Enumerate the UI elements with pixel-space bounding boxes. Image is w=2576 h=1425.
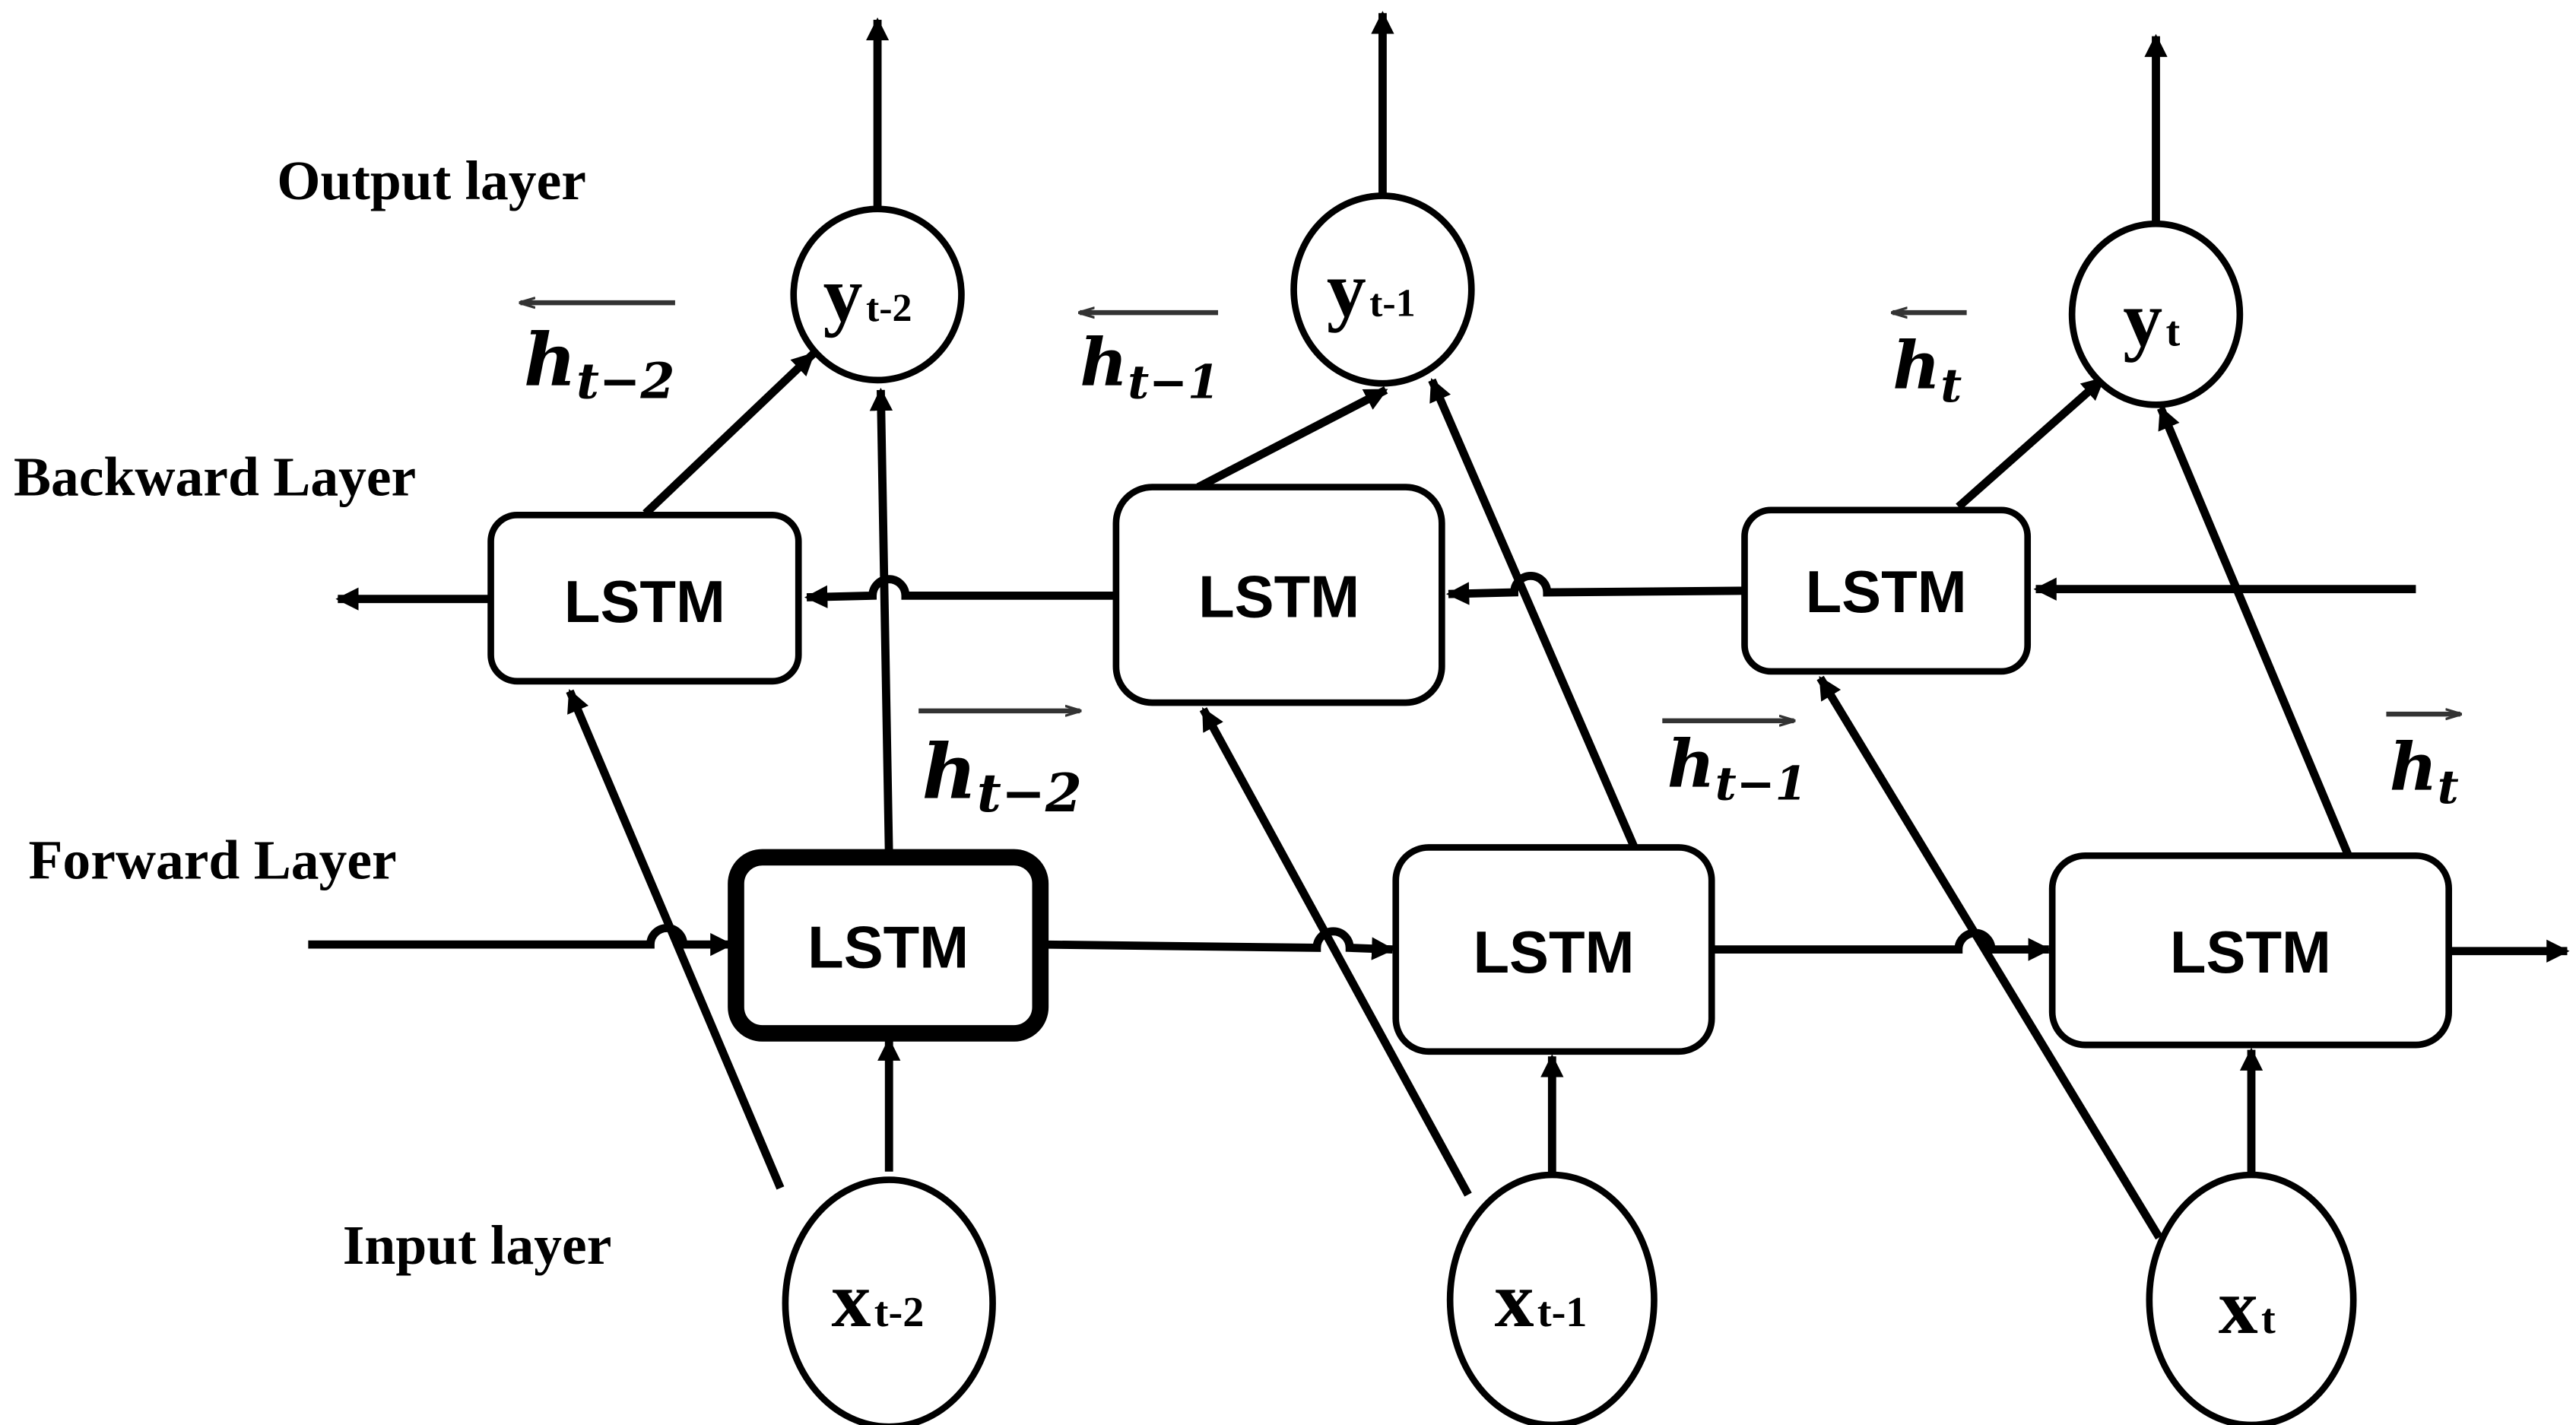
input-node-main: x: [2219, 1263, 2258, 1350]
output-node-main: y: [1327, 246, 1366, 333]
hidden-sub: t−2: [576, 353, 675, 411]
input-node-main: x: [831, 1256, 871, 1344]
svg-text:xt-1: xt-1: [1495, 1256, 1588, 1344]
forward-lstm-2: LSTM: [1392, 844, 1715, 1055]
forward-layer-label: Forward Layer: [28, 829, 396, 891]
svg-text:ht−1: ht−1: [1667, 725, 1807, 811]
svg-text:ht−2: ht−2: [524, 318, 675, 410]
hidden-main: h: [1080, 324, 1128, 401]
svg-text:ht−1: ht−1: [1080, 324, 1220, 409]
backward-layer-label: Backward Layer: [14, 445, 416, 507]
svg-text:yt: yt: [2123, 275, 2180, 363]
svg-text:ht: ht: [1892, 328, 1962, 413]
hidden-main: h: [1892, 328, 1940, 405]
output-layer-label: Output layer: [277, 149, 586, 211]
svg-text:ht: ht: [2390, 729, 2459, 814]
hidden-sub: t−2: [977, 763, 1082, 824]
forward-lstm-1: LSTM: [728, 849, 1049, 1042]
backward-lstm-3: LSTM: [1741, 506, 2032, 675]
lstm-label: LSTM: [1806, 558, 1967, 625]
hidden-main: h: [524, 318, 576, 402]
svg-text:xt-2: xt-2: [831, 1256, 924, 1344]
svg-text:yt-1: yt-1: [1327, 246, 1416, 333]
backward-lstm-2: LSTM: [1112, 484, 1445, 706]
output-node-sub: t-1: [1369, 281, 1416, 325]
forward-lstm-3: LSTM: [2048, 852, 2453, 1049]
input-layer-label: Input layer: [343, 1214, 612, 1276]
forward-hidden-state-t-2: ht−2: [918, 711, 1082, 824]
output-node-sub: t-2: [866, 287, 912, 330]
input-node-sub: t-1: [1537, 1289, 1588, 1336]
forward-hidden-state-t-1: ht−1: [1662, 721, 1807, 811]
hidden-sub: t−1: [1715, 757, 1807, 811]
hidden-main: h: [2390, 729, 2438, 806]
output-node-sub: t: [2165, 308, 2180, 355]
lstm-label: LSTM: [564, 568, 725, 635]
lstm-label: LSTM: [2170, 919, 2331, 985]
input-node-main: x: [1495, 1256, 1534, 1344]
hidden-main: h: [922, 728, 977, 817]
hidden-main: h: [1667, 725, 1715, 802]
lstm-label: LSTM: [1198, 563, 1359, 630]
output-node-main: y: [823, 251, 863, 338]
backward-lstm-1: LSTM: [487, 511, 802, 685]
lstm-label: LSTM: [807, 913, 969, 980]
lstm-label: LSTM: [1473, 919, 1634, 985]
input-node-sub: t: [2261, 1296, 2276, 1343]
input-node-sub: t-2: [874, 1289, 925, 1336]
hidden-sub: t−1: [1128, 356, 1220, 410]
connections: [308, 11, 2570, 1240]
output-node-main: y: [2123, 275, 2162, 363]
hidden-sub: t: [2438, 760, 2459, 814]
backward-hidden-state-t: ht: [1892, 313, 1967, 413]
hidden-sub: t: [1940, 359, 1962, 413]
backward-hidden-state-t-1: ht−1: [1080, 313, 1220, 410]
forward-hidden-state-t: ht: [2386, 714, 2460, 814]
svg-text:xt: xt: [2219, 1263, 2276, 1350]
svg-text:ht−2: ht−2: [922, 728, 1083, 824]
svg-text:yt-2: yt-2: [823, 251, 912, 338]
backward-hidden-state-t-2: ht−2: [521, 303, 675, 411]
